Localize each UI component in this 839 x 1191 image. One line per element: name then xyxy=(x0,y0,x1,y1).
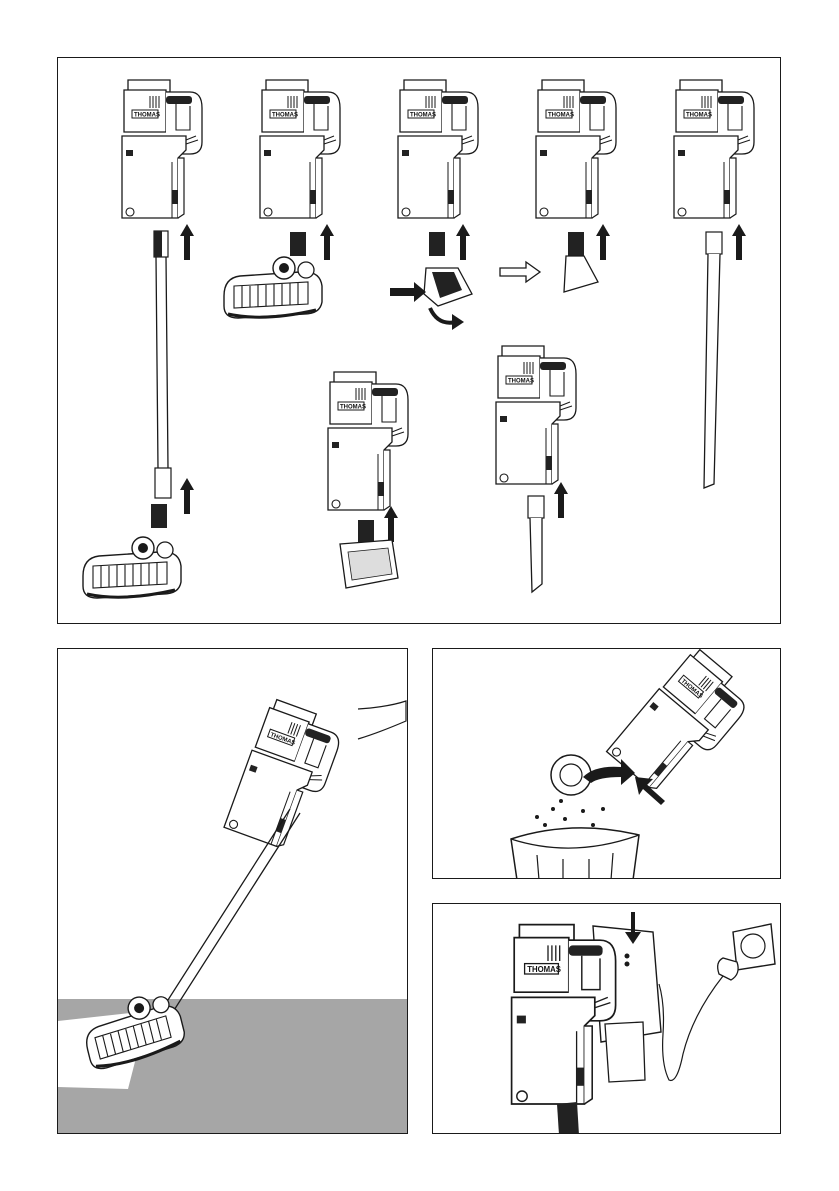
charging-panel xyxy=(432,903,781,1134)
hand-outline xyxy=(358,701,406,739)
up-arrow-icon xyxy=(320,224,334,260)
vacuum-unit-3 xyxy=(390,80,478,330)
floor-cleaning-panel xyxy=(57,648,408,1134)
up-arrow-icon xyxy=(732,224,746,260)
right-arrow-icon xyxy=(390,282,426,302)
up-arrow-icon xyxy=(384,506,398,542)
vacuum-unit-5 xyxy=(674,80,754,488)
assembly-panel xyxy=(57,57,781,624)
vacuum-unit-2 xyxy=(224,80,340,318)
handheld-vacuum-tilted xyxy=(607,649,757,803)
up-arrow-icon xyxy=(554,482,568,518)
handheld-vacuum xyxy=(224,698,346,855)
up-arrow-icon xyxy=(180,224,194,260)
outline-arrow-icon xyxy=(500,262,540,282)
power-adapter xyxy=(718,958,738,980)
dust-container-emptying-panel xyxy=(432,648,781,879)
up-arrow-icon xyxy=(180,478,194,514)
up-arrow-icon xyxy=(596,224,610,260)
vacuum-unit-1 xyxy=(83,80,202,598)
trash-bin xyxy=(511,828,639,879)
vacuum-unit-4 xyxy=(536,80,616,292)
handheld-vacuum-docking xyxy=(512,925,616,1104)
vacuum-unit-7 xyxy=(496,346,576,592)
vacuum-unit-6 xyxy=(328,372,408,588)
up-arrow-icon xyxy=(456,224,470,260)
power-cable xyxy=(663,976,723,1080)
